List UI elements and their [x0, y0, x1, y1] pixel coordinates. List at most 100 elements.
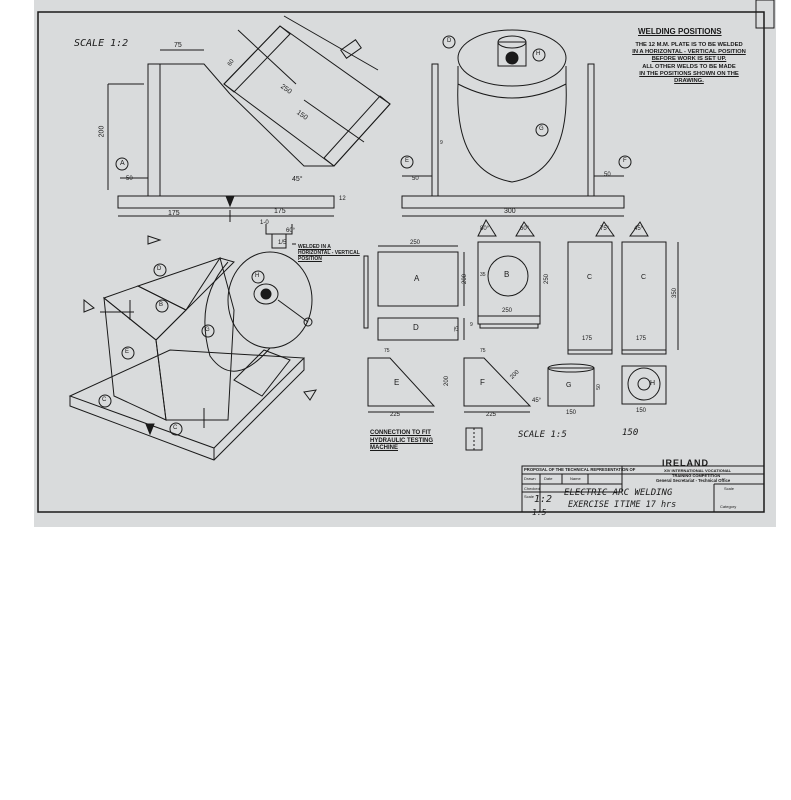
dim-text: 75: [174, 42, 182, 49]
part-c2: [621, 241, 667, 351]
front-nozzle: [497, 41, 527, 67]
callout-label: H: [255, 273, 260, 279]
iso-plate-b: [155, 256, 235, 421]
part-label: C: [641, 274, 647, 281]
title-row: Checked: [524, 486, 540, 491]
dim-text: 60°: [286, 228, 296, 234]
dim-text: 175: [274, 208, 286, 215]
dim-text: 300: [504, 208, 516, 215]
dim-text: 9: [470, 322, 473, 328]
connection-note-line: HYDRAULIC TESTING: [370, 437, 433, 444]
sheet-border: [37, 11, 765, 513]
iso-callout-h: [251, 270, 265, 284]
dim-text: 150: [636, 408, 647, 414]
dim-text: 50: [412, 176, 419, 182]
part-label: F: [480, 378, 485, 387]
dim-text: 200: [444, 375, 451, 387]
part-label: B: [504, 270, 510, 279]
iso-plate-e: [103, 296, 167, 421]
notes-line: IN A HORIZONTAL - VERTICAL POSITION: [632, 49, 746, 56]
dim-text: 175: [636, 336, 647, 342]
connection-note: CONNECTION TO FIT HYDRAULIC TESTING MACH…: [370, 430, 433, 453]
title-block: [521, 465, 765, 513]
callout-e: [400, 155, 414, 169]
callout-label: D: [157, 266, 162, 272]
dim-text: 200: [462, 273, 469, 285]
dim-text: 175: [168, 210, 180, 217]
weld-note-line: POSITION: [298, 256, 322, 262]
angle-label: 45°: [634, 226, 644, 232]
title-row: Drawn: [524, 476, 536, 481]
weld-note: WELDED IN A HORIZONTAL - VERTICAL POSITI…: [298, 244, 360, 262]
dim-text: 250: [410, 240, 421, 246]
connection-note-line: CONNECTION TO FIT: [370, 430, 431, 436]
callout-h: [532, 48, 546, 62]
dim-text: 45°: [532, 398, 542, 404]
callout-label: C: [102, 397, 107, 403]
drawing-linework: [37, 0, 775, 513]
dim-text: 75: [453, 326, 460, 332]
dim-text: 150: [566, 410, 577, 416]
dim-text: 75: [480, 348, 486, 354]
angle-label: 80°: [480, 226, 490, 232]
front-cylinder-top: [457, 29, 567, 87]
callout-a: [115, 157, 129, 171]
parts-scale-label: SCALE 1:5: [518, 430, 567, 440]
side-cylinder: [223, 25, 391, 167]
part-c1: [567, 241, 613, 351]
front-base-plate: [401, 195, 625, 209]
callout-d: [442, 35, 456, 49]
angle-label: 60°: [520, 226, 530, 232]
dim-text: 250: [502, 308, 513, 314]
callout-label: G: [539, 126, 544, 132]
connection-note-line: MACHINE: [370, 445, 398, 451]
part-label: A: [414, 274, 420, 283]
callout-label: D: [447, 38, 452, 44]
title-competition: TRAINING COMPETITION: [672, 473, 721, 478]
part-label: C: [587, 274, 593, 281]
callout-label: A: [120, 160, 125, 167]
iso-callout-b: [155, 299, 169, 313]
iso-callout-c2: [169, 422, 183, 436]
dim-text: 350: [672, 287, 679, 299]
callout-label: B: [159, 302, 164, 308]
part-label: E: [394, 378, 400, 387]
scale-label: SCALE 1:2: [74, 38, 129, 49]
side-plate-a: [147, 63, 161, 196]
notes-title: WELDING POSITIONS: [638, 27, 722, 36]
title-scale-head: Scale: [524, 494, 535, 499]
title-hand: ELECTRIC ARC WELDING: [564, 488, 673, 498]
title-proposal: PROPOSAL OF THE TECHNICAL REPRESENTATION…: [524, 467, 636, 472]
dim-text: 225: [390, 412, 401, 418]
time-hand: TIME 17 hrs: [620, 500, 677, 510]
part-f: [463, 357, 532, 407]
title-scale-label: Scale: [724, 486, 735, 491]
part-e: [367, 357, 436, 407]
notes-line: DRAWING.: [674, 78, 704, 85]
dim-text: 1/5: [278, 240, 287, 246]
notes-line: ALL OTHER WELDS TO BE MADE: [642, 63, 736, 70]
front-cylinder-body: [457, 83, 567, 183]
dim-text: 175: [582, 336, 593, 342]
part-g: [547, 367, 595, 407]
front-plate-left: [431, 63, 439, 196]
callout-label: C: [173, 425, 178, 431]
callout-label: G: [205, 327, 210, 333]
corner-tab: [755, 0, 775, 29]
part-label: H: [650, 380, 656, 387]
scale-hand-2: 1:5: [532, 508, 547, 517]
dim-text: 250: [544, 273, 551, 285]
part-label: G: [566, 382, 572, 389]
dim-text: 75: [384, 348, 390, 354]
weld-note-line: WELDED IN A: [298, 244, 331, 250]
iso-cylinder-face: [227, 251, 313, 349]
part-label: D: [413, 323, 419, 332]
dim-text: 35: [480, 272, 486, 278]
title-country: IRELAND: [662, 458, 709, 468]
dim-text: 45°: [292, 176, 303, 183]
title-col: Name: [570, 476, 581, 481]
angle-label: 75°: [600, 226, 610, 232]
iso-callout-e: [121, 346, 135, 360]
iso-callout-c1: [98, 394, 112, 408]
part-d: [377, 317, 459, 341]
